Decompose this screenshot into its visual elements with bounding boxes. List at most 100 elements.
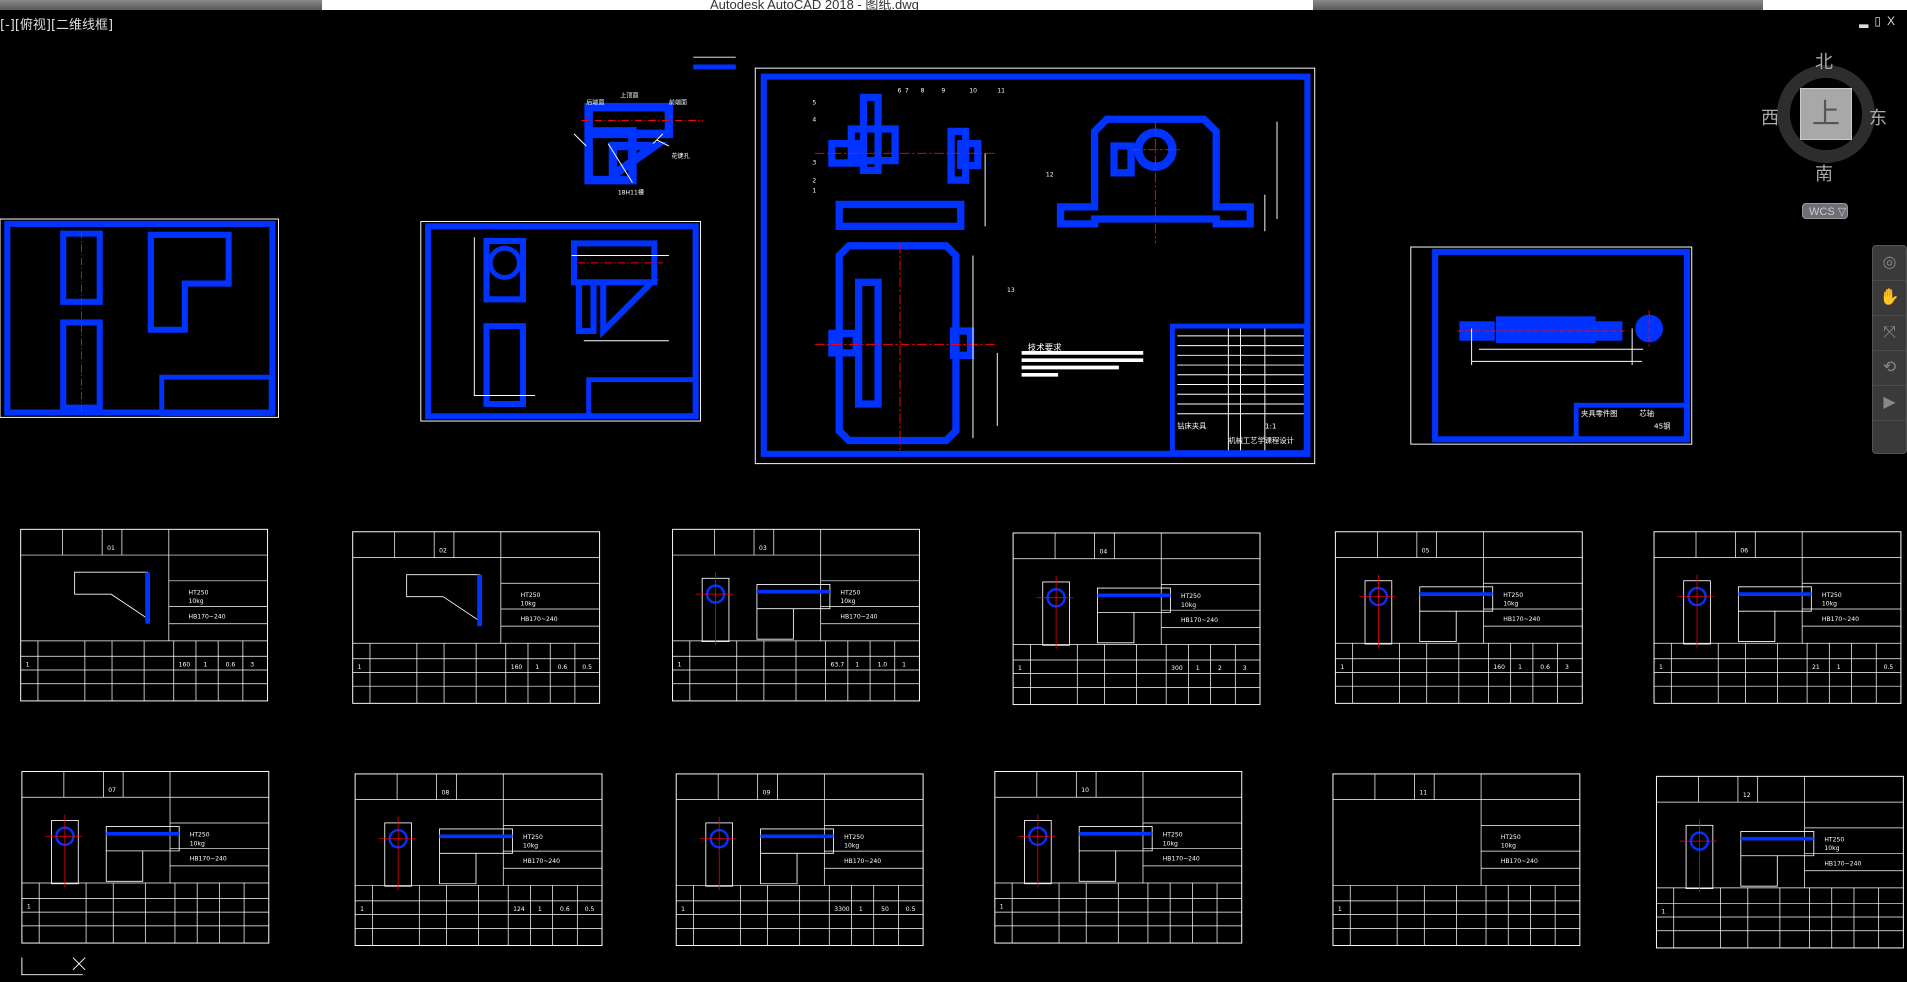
- compass-west[interactable]: 西: [1761, 108, 1779, 129]
- shaft-material: 45钢: [1654, 421, 1671, 430]
- sheet-cutting-value: 1: [1338, 906, 1342, 913]
- sheet-material: HT250: [840, 590, 860, 597]
- center-line: [1018, 814, 1055, 888]
- part-balloon: 1: [812, 187, 816, 194]
- sheet-weight: 10kg: [1822, 601, 1837, 608]
- quick-access-toolbar[interactable]: [0, 0, 322, 10]
- compass-south[interactable]: 南: [1815, 164, 1833, 185]
- sheet-cutting-value: 3: [250, 662, 254, 669]
- sheet-cutting-value: 0.6: [1540, 664, 1550, 671]
- section-view: [1097, 587, 1171, 644]
- zoom-extents-icon[interactable]: ⤧: [1873, 316, 1906, 351]
- search-toolbar[interactable]: [1313, 0, 1763, 10]
- sheet-cutting-value: 1.0: [877, 662, 887, 669]
- sheet-cutting-value: 0.5: [582, 664, 592, 671]
- sheet-fixture-body: [420, 220, 702, 422]
- part-outline: [406, 574, 481, 622]
- sheet-cutting-value: 1: [1000, 904, 1004, 911]
- sheet-hardness: HB170~240: [521, 616, 558, 623]
- viewport-controls-label[interactable]: [-][俯视][二维线框]: [0, 18, 114, 33]
- sheet-table-lines: [21, 771, 269, 944]
- assembly-scale: 1:1: [1265, 421, 1277, 430]
- compass-north[interactable]: 北: [1815, 52, 1833, 73]
- shaft-part-name: 芯轴: [1639, 409, 1654, 418]
- sheet-material: HT250: [190, 832, 210, 839]
- sheet-number: 06: [1740, 547, 1748, 554]
- ucs-menu-button[interactable]: WCS ▽: [1802, 203, 1848, 219]
- sheet-cutting-value: 1: [1659, 664, 1663, 671]
- sheet-cutting-value: 3300: [834, 906, 850, 913]
- sheet-table-lines: [994, 771, 1242, 944]
- center-line: [699, 816, 737, 890]
- assembly-title-name: 钻床夹具: [1177, 421, 1206, 430]
- sheet-number: 10: [1081, 787, 1089, 794]
- minimize-button[interactable]: ▂: [1859, 14, 1875, 28]
- viewcube[interactable]: 上 北 南 东 西: [1761, 52, 1887, 185]
- part-balloon: 13: [1007, 287, 1015, 294]
- sheet-hardness: HB170~240: [1503, 616, 1540, 623]
- sheet-table-lines: [672, 529, 920, 701]
- detail-label-front-face: 前端面: [669, 99, 687, 107]
- part-balloon: 10: [969, 87, 977, 94]
- restore-button[interactable]: ▯: [1874, 14, 1887, 28]
- sheet-cutting-value: 0.6: [560, 906, 570, 913]
- sheet-cutting-value: 1: [1518, 664, 1522, 671]
- close-button[interactable]: X: [1886, 14, 1901, 28]
- pan-icon[interactable]: ✋: [1873, 281, 1906, 316]
- viewcube-top-face[interactable]: 上: [1800, 88, 1852, 140]
- sheet-cutting-value: 300: [1171, 665, 1183, 672]
- sheet-number: 07: [108, 787, 116, 794]
- sheet-number: 05: [1422, 547, 1430, 554]
- part-balloon: 8: [921, 87, 925, 94]
- sheet-weight: 10kg: [521, 601, 536, 608]
- center-line: [45, 814, 82, 888]
- sheet-cutting-value: 160: [179, 662, 191, 669]
- sheet-hardness: HB170~240: [523, 858, 560, 865]
- steering-wheel-icon[interactable]: ◎: [1873, 246, 1906, 281]
- sheet-cutting-value: 0.5: [1884, 664, 1894, 671]
- sheet-hardness: HB170~240: [1181, 617, 1218, 624]
- sheet-cutting-value: 1: [1837, 664, 1841, 671]
- section-view: [1740, 830, 1815, 887]
- sheet-cutting-value: 1: [902, 662, 906, 669]
- sheet-cutting-value: 1: [358, 664, 362, 671]
- part-balloon: 6: [898, 87, 902, 94]
- part-outline: [74, 571, 149, 620]
- sheet-cutting-value: 1: [1196, 665, 1200, 672]
- sheet-table-lines: [20, 529, 268, 701]
- sheet-material: HT250: [1163, 832, 1183, 839]
- sheet-table-lines: [1654, 531, 1901, 704]
- sheet-number: 02: [439, 547, 447, 554]
- sheet-weight: 10kg: [190, 840, 205, 847]
- sheet-number: 04: [1100, 549, 1108, 556]
- machined-surface: [477, 574, 483, 627]
- sheet-number: 12: [1743, 792, 1751, 799]
- sheet-material: HT250: [521, 592, 541, 599]
- sheet-cutting-value: 63.7: [831, 662, 845, 669]
- section-view: [439, 828, 513, 885]
- orbit-icon[interactable]: ⟲: [1873, 351, 1906, 386]
- sheet-weight: 10kg: [840, 598, 855, 605]
- section-view: [756, 583, 831, 640]
- sheet-cutting-value: 160: [1493, 664, 1505, 671]
- sheet-table-lines: [1332, 773, 1580, 946]
- compass-east[interactable]: 东: [1869, 108, 1887, 129]
- sheet-material: HT250: [189, 590, 209, 597]
- sheet-hardness: HB170~240: [840, 614, 877, 621]
- center-line: [1677, 574, 1715, 648]
- showmotion-icon[interactable]: ▶: [1873, 386, 1906, 421]
- sheet-weight: 10kg: [1503, 601, 1518, 608]
- sheet-material: HT250: [1181, 593, 1201, 600]
- sheet-material: HT250: [844, 834, 864, 841]
- sheet-table-lines: [355, 773, 603, 946]
- sheet-number: 01: [107, 545, 115, 552]
- sheet-table-lines: [676, 773, 924, 946]
- sheet-hardness: HB170~240: [1163, 856, 1200, 863]
- sheet-cutting-value: 0.6: [558, 664, 568, 671]
- title-bar: Autodesk AutoCAD 2018 - 图纸.dwg: [0, 0, 1907, 10]
- sheet-table-lines: [1013, 532, 1260, 705]
